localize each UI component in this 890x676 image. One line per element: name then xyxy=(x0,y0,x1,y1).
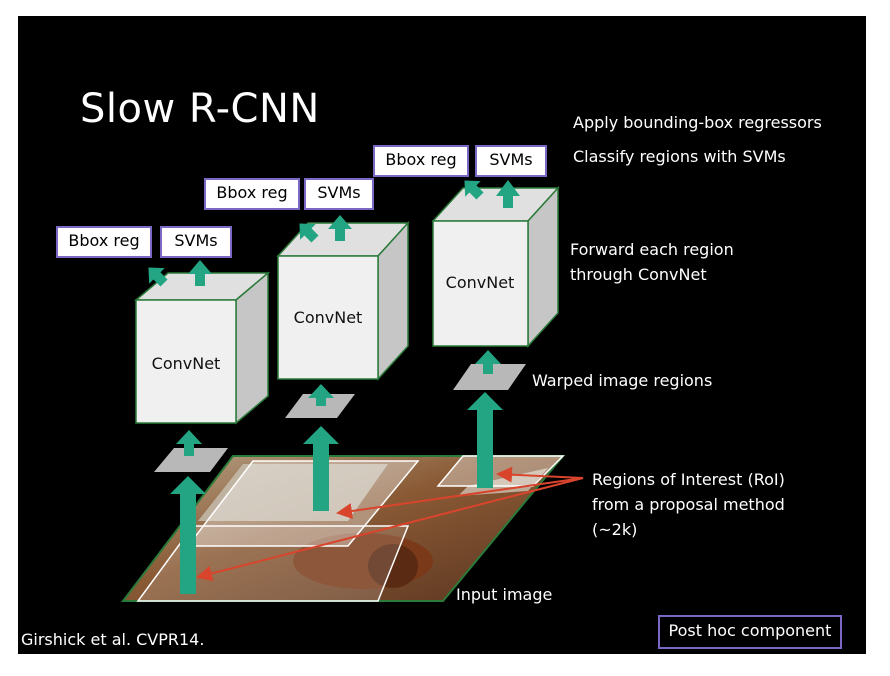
input-image-label: Input image xyxy=(456,585,553,604)
svms-box-2: SVMs xyxy=(304,178,374,210)
convnet-cube-1 xyxy=(133,271,271,425)
image-to-warp-arrows xyxy=(170,392,503,594)
convnet-cube-2 xyxy=(276,221,410,381)
input-image xyxy=(120,455,566,602)
warped-label: Warped image regions xyxy=(532,371,713,390)
r-cnn-diagram xyxy=(120,180,584,602)
bbox-reg-box-3: Bbox reg xyxy=(373,145,469,177)
svms-box-3: SVMs xyxy=(475,145,547,177)
warp-to-cube-arrows xyxy=(176,350,501,456)
forward-label-line2: through ConvNet xyxy=(570,265,707,284)
bbox-reg-box-1: Bbox reg xyxy=(56,226,152,258)
roi-label-line3: (~2k) xyxy=(592,520,638,539)
slide: ConvNet ConvNet ConvNet Bbox reg SVMs Bb… xyxy=(18,16,866,654)
classify-label: Classify regions with SVMs xyxy=(573,147,786,166)
convnet-label-1: ConvNet xyxy=(151,354,221,373)
convnet-cube-3 xyxy=(431,186,560,348)
convnet-label-2: ConvNet xyxy=(293,308,363,327)
citation: Girshick et al. CVPR14. xyxy=(21,630,205,649)
output-arrows xyxy=(148,180,520,287)
convnet-label-3: ConvNet xyxy=(445,273,515,292)
svms-box-1: SVMs xyxy=(160,226,232,258)
roi-arrows xyxy=(196,466,584,582)
post-hoc-legend: Post hoc component xyxy=(658,615,842,649)
forward-label-line1: Forward each region xyxy=(570,240,734,259)
bbox-reg-box-2: Bbox reg xyxy=(204,178,300,210)
roi-outlines xyxy=(136,455,565,602)
roi-label-line2: from a proposal method xyxy=(592,495,785,514)
slide-title: Slow R-CNN xyxy=(80,86,320,132)
apply-regressors-label: Apply bounding-box regressors xyxy=(573,113,822,132)
roi-label-line1: Regions of Interest (RoI) xyxy=(592,470,785,489)
